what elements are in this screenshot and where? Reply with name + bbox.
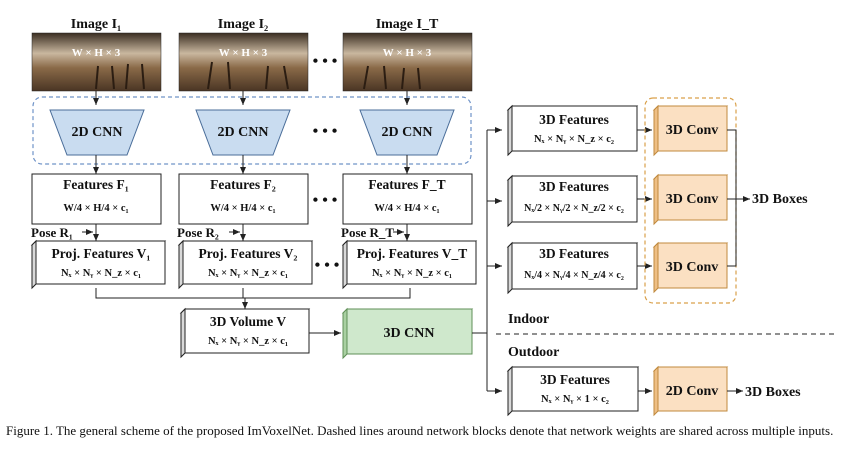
- indoor-features-2: 3D Features Nₓ/2 × Nᵧ/2 × N_z/2 × c₂: [506, 174, 639, 228]
- proj-formula-1: Nₓ × Nᵧ × N_z × c₁: [61, 268, 141, 279]
- cnn3d-label: 3D CNN: [384, 326, 435, 341]
- volume-formula: Nₓ × Nᵧ × N_z × c₁: [208, 336, 288, 347]
- trapezoid-2d-cnn-1: [49, 109, 145, 156]
- proj-label-2: Proj. Features V₂: [199, 246, 298, 261]
- proj-ellipsis: • • •: [315, 257, 340, 274]
- shared-weights-frame-conv: [644, 97, 737, 304]
- cnn2d-1: 2D CNN: [49, 109, 145, 156]
- features-formula-1: W/4 × H/4 × c₁: [63, 203, 128, 214]
- images-ellipsis: • • •: [313, 53, 338, 70]
- features-label-2: Features F₂: [210, 177, 276, 192]
- indoor-features-3: 3D Features Nₓ/4 × Nᵧ/4 × N_z/4 × c₂: [506, 241, 639, 295]
- proj-label-1: Proj. Features V₁: [52, 246, 151, 261]
- image-block-2: Image I₂ W × H × 3: [178, 17, 309, 92]
- features-ellipsis: • • •: [313, 192, 338, 209]
- image-label-t: Image I_T: [376, 17, 439, 32]
- outdoor-feat-formula: Nₓ × Nᵧ × 1 × c₂: [541, 394, 609, 405]
- image-block-1: Image I₁ W × H × 3: [31, 17, 162, 92]
- features-label-t: Features F_T: [368, 177, 445, 192]
- conv3d-label-3: 3D Conv: [666, 260, 719, 275]
- kitchen-photo-t: [342, 32, 473, 92]
- cnn2d-t: 2D CNN: [359, 109, 455, 156]
- features-formula-2: W/4 × H/4 × c₁: [210, 203, 275, 214]
- proj-features-box-2: Proj. Features V₂ Nₓ × Nᵧ × N_z × c₁: [177, 239, 314, 290]
- features-formula-t: W/4 × H/4 × c₁: [374, 203, 439, 214]
- pose-label-2: Pose R₂: [177, 225, 219, 240]
- proj-features-box-t: Proj. Features V_T Nₓ × Nᵧ × N_z × c₁: [341, 239, 478, 290]
- stool-sketch-1: [95, 63, 145, 90]
- features-label-1: Features F₁: [63, 177, 129, 192]
- stool-sketch-t: [363, 65, 421, 90]
- aggregation-line: [95, 288, 411, 299]
- trapezoid-2d-cnn-t: [359, 109, 455, 156]
- outdoor-features: 3D Features Nₓ × Nᵧ × 1 × c₂: [506, 365, 640, 417]
- indoor-feat-label-1: 3D Features: [539, 112, 609, 127]
- conv3d-3: 3D Conv: [652, 241, 729, 294]
- image-label-1: Image I₁: [71, 17, 121, 32]
- image-size-t: W × H × 3: [383, 47, 432, 59]
- features-box-t: Features F_T W/4 × H/4 × c₁: [342, 173, 473, 225]
- trapezoid-2d-cnn-2: [195, 109, 291, 156]
- outdoor-boxes-label: 3D Boxes: [745, 385, 801, 400]
- proj-formula-2: Nₓ × Nᵧ × N_z × c₁: [208, 268, 288, 279]
- cnn-ellipsis: • • •: [313, 123, 338, 140]
- indoor-label: Indoor: [508, 312, 549, 327]
- conv3d-label-1: 3D Conv: [666, 123, 719, 138]
- indoor-feat-formula-3: Nₓ/4 × Nᵧ/4 × N_z/4 × c₂: [524, 270, 624, 281]
- cnn3d-block: 3D CNN: [341, 307, 474, 360]
- outdoor-feat-label: 3D Features: [540, 372, 610, 387]
- figure-caption: Figure 1. The general scheme of the prop…: [6, 423, 834, 438]
- cnn2d-label-t: 2D CNN: [382, 125, 433, 140]
- proj-formula-t: Nₓ × Nᵧ × N_z × c₁: [372, 268, 452, 279]
- pose-label-1: Pose R₁: [31, 225, 73, 240]
- indoor-features-1: 3D Features Nₓ × Nᵧ × N_z × c₂: [506, 104, 639, 157]
- conv2d-label: 2D Conv: [666, 384, 719, 399]
- indoor-feat-formula-2: Nₓ/2 × Nᵧ/2 × N_z/2 × c₂: [524, 203, 624, 214]
- cnn2d-label-1: 2D CNN: [72, 125, 123, 140]
- conv3d-label-2: 3D Conv: [666, 192, 719, 207]
- proj-features-box-1: Proj. Features V₁ Nₓ × Nᵧ × N_z × c₁: [30, 239, 167, 290]
- cnn2d-2: 2D CNN: [195, 109, 291, 156]
- volume-label: 3D Volume V: [210, 314, 287, 329]
- image-size-1: W × H × 3: [72, 47, 121, 59]
- indoor-feat-label-2: 3D Features: [539, 179, 609, 194]
- pose-label-t: Pose R_T: [341, 225, 394, 240]
- proj-label-t: Proj. Features V_T: [357, 246, 468, 261]
- kitchen-photo-2: [178, 32, 309, 92]
- indoor-feat-formula-1: Nₓ × Nᵧ × N_z × c₂: [534, 134, 614, 145]
- image-label-2: Image I₂: [218, 17, 268, 32]
- image-block-t: Image I_T W × H × 3: [342, 17, 473, 92]
- outdoor-label: Outdoor: [508, 345, 559, 360]
- conv3d-2: 3D Conv: [652, 173, 729, 226]
- conv2d-block: 2D Conv: [652, 365, 729, 417]
- conv3d-1: 3D Conv: [652, 104, 729, 157]
- volume-box: 3D Volume V Nₓ × Nᵧ × N_z × c₁: [179, 307, 311, 359]
- features-box-1: Features F₁ W/4 × H/4 × c₁: [31, 173, 162, 225]
- features-box-2: Features F₂ W/4 × H/4 × c₁: [178, 173, 309, 225]
- stool-sketch-2: [207, 61, 289, 90]
- imvoxelnet-diagram: Image I₁ W × H × 3 Image I₂ W × H × 3 Im…: [30, 17, 838, 417]
- image-size-2: W × H × 3: [219, 47, 268, 59]
- indoor-feat-label-3: 3D Features: [539, 246, 609, 261]
- cnn2d-label-2: 2D CNN: [218, 125, 269, 140]
- conv-merge-line: [727, 129, 737, 267]
- indoor-boxes-label: 3D Boxes: [752, 192, 808, 207]
- shared-weights-frame-2d: [32, 96, 472, 165]
